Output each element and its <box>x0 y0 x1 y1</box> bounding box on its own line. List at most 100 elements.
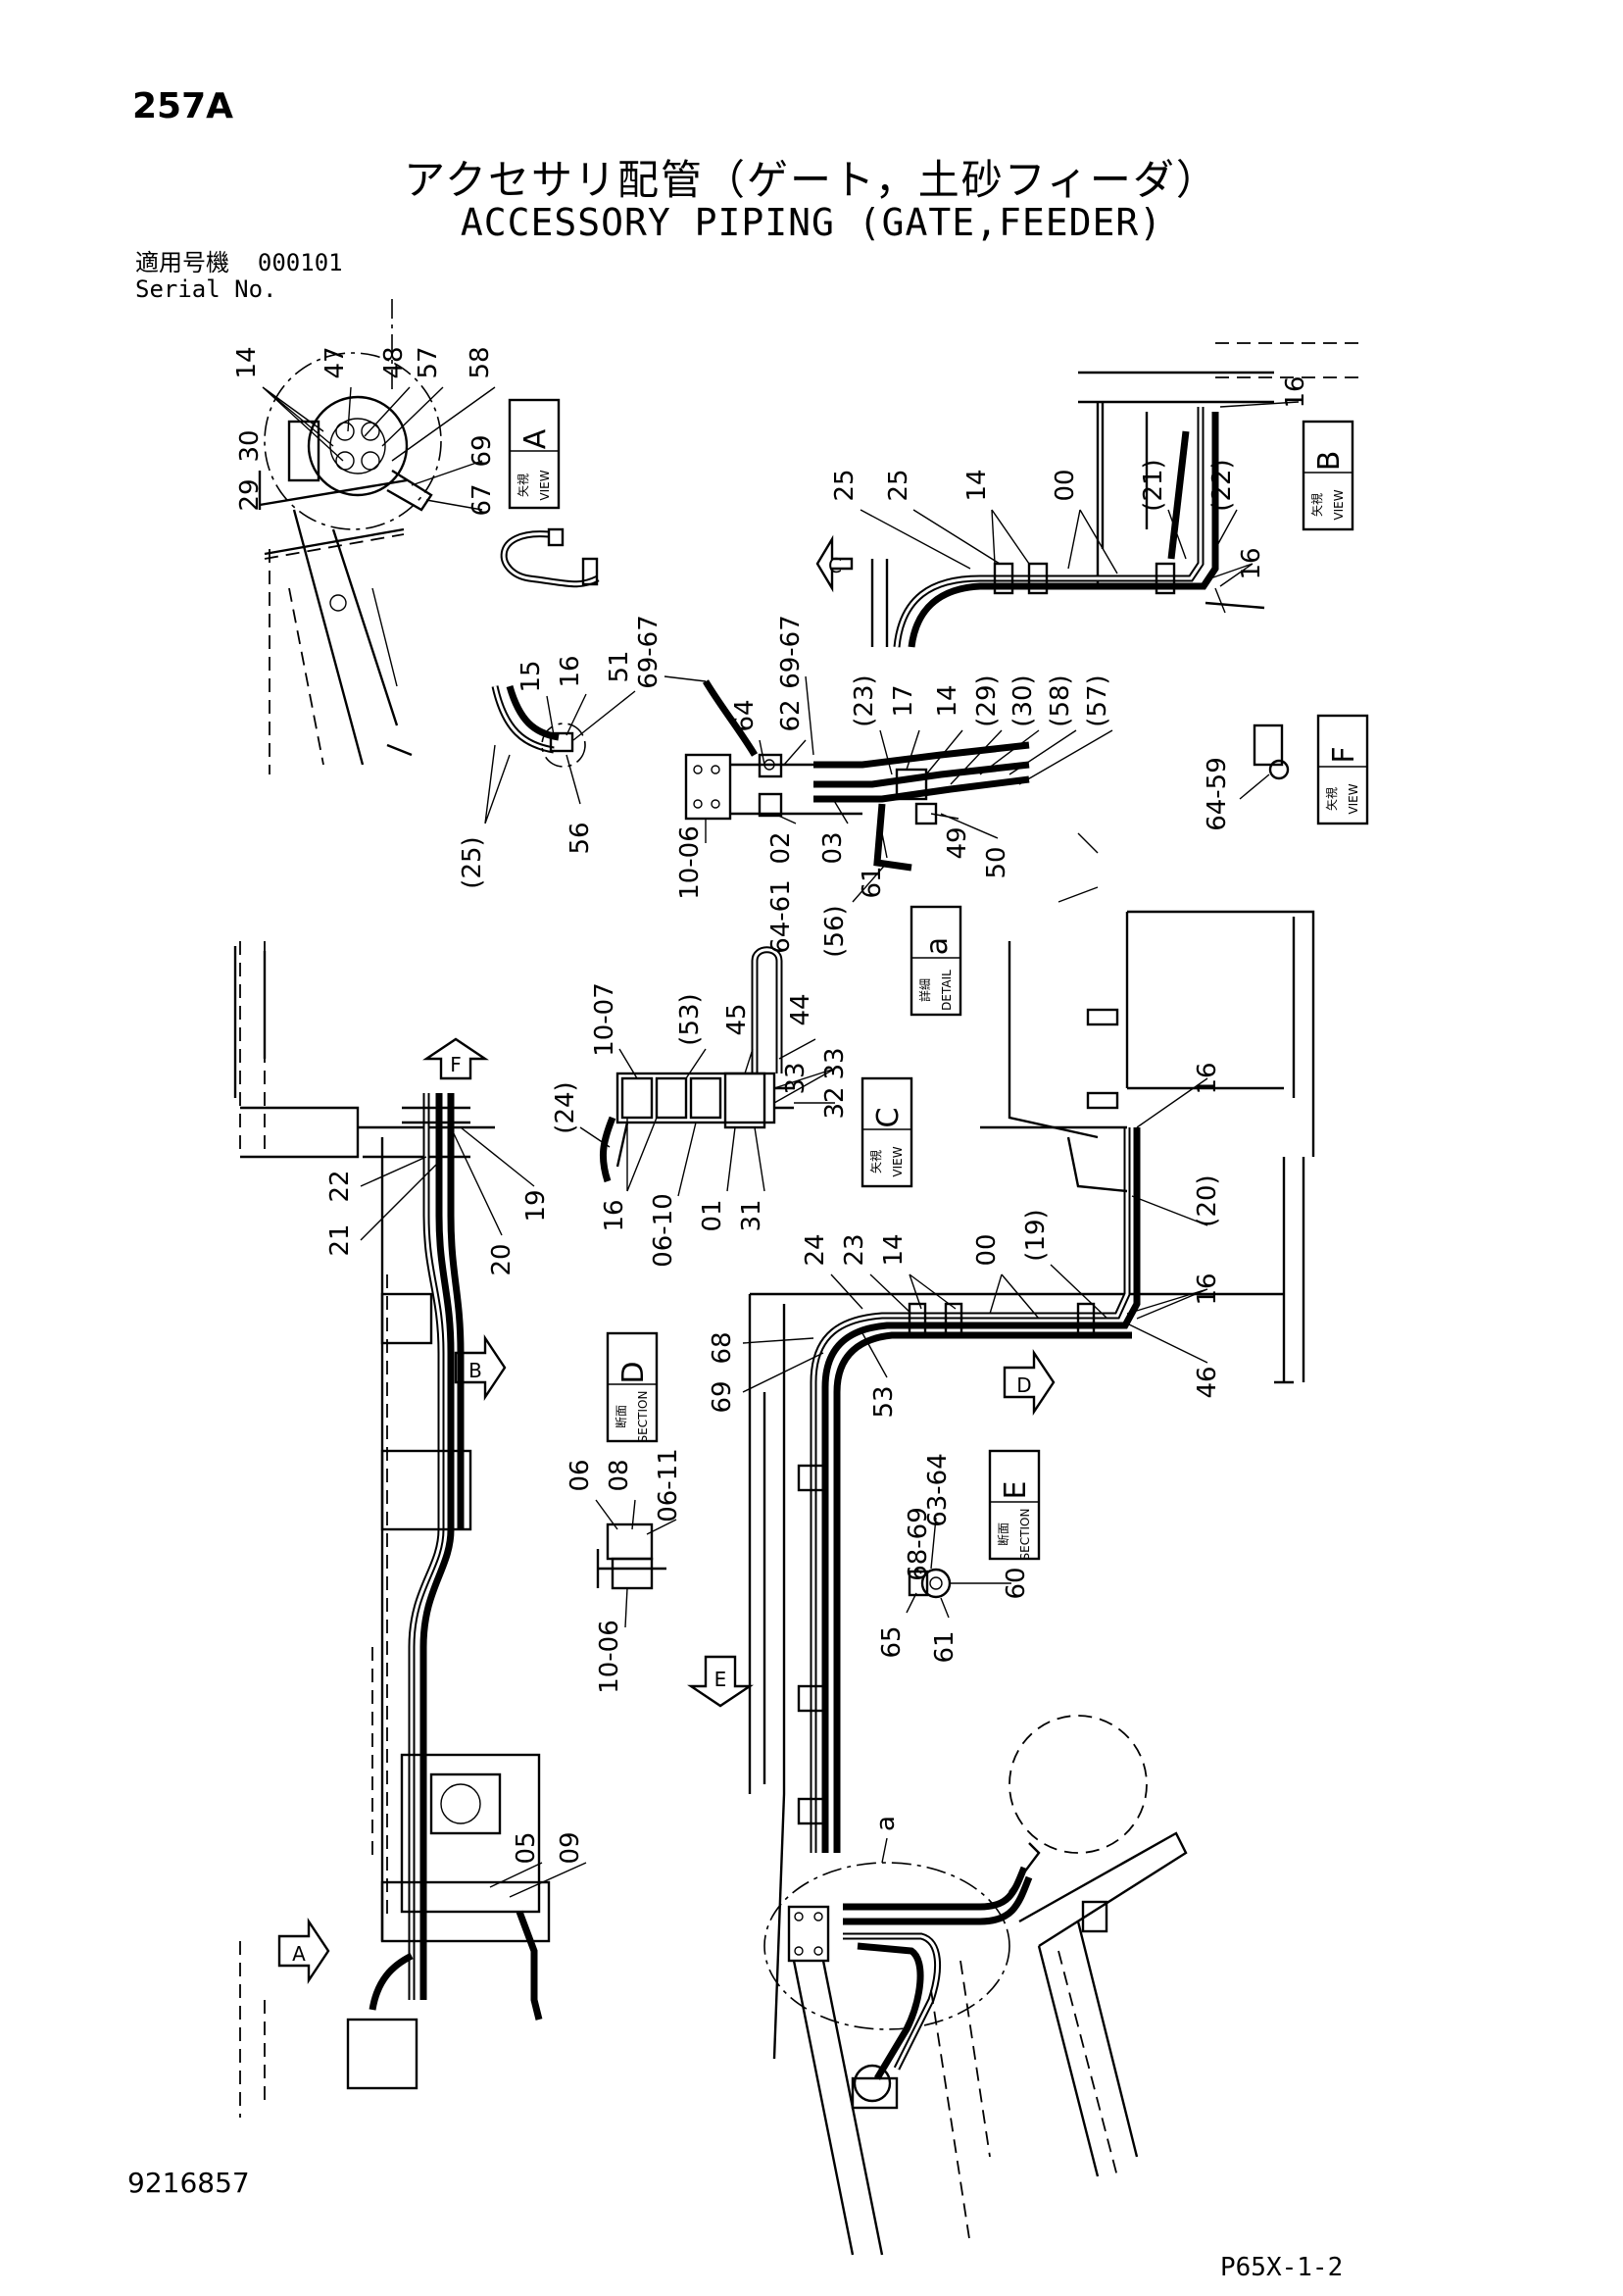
document-number: 9216857 <box>127 2167 250 2199</box>
callout-label: 23 <box>840 1233 869 1266</box>
callout-label: 14 <box>879 1233 909 1266</box>
detail-a-drawing <box>684 679 1030 872</box>
callout-label: (56) <box>820 905 850 957</box>
view-a-hose-detail <box>491 685 586 768</box>
sheet-reference: P65X-1-2 <box>1220 2253 1344 2282</box>
callout-label: 09 <box>556 1831 585 1864</box>
title-english: ACCESSORY PIPING (GATE,FEEDER) <box>460 201 1163 244</box>
callouts-bottom: 05 09 a <box>489 1816 901 1898</box>
callout-label: 01 <box>698 1199 727 1231</box>
view-f-letter: F <box>1327 746 1361 763</box>
callout-label: 61 <box>858 866 887 898</box>
callout-label: 64-61 <box>766 879 796 954</box>
callout-label: 47 <box>320 346 350 378</box>
arrow-f-letter: F <box>450 1053 462 1076</box>
callout-label: 10-06 <box>595 1620 624 1694</box>
callout-label: 69-67 <box>634 615 664 689</box>
arrow-view-a: A <box>277 1918 330 1984</box>
callouts-main-right: 24 23 14 00 (19) (20) 16 16 46 68 69 53 <box>708 1062 1222 1418</box>
arrow-view-c: C <box>815 534 854 593</box>
callout-label: 10-07 <box>590 982 619 1057</box>
callouts-view-f: 64-59 <box>1203 757 1270 831</box>
callout-label: 29 <box>235 478 265 511</box>
callout-label: 31 <box>737 1199 766 1231</box>
arrow-d-letter: D <box>1016 1373 1031 1397</box>
detail-a-kind-en: DETAIL <box>940 970 954 1011</box>
callout-label: a <box>871 1816 901 1831</box>
callout-label: 64-59 <box>1203 757 1232 831</box>
callout-label: 06 <box>566 1459 595 1491</box>
bottom-connection-area <box>763 1715 1188 2256</box>
callout-label: (19) <box>1021 1209 1051 1261</box>
callouts-section-e: 63-64 68-69 60 65 61 <box>877 1453 1031 1663</box>
callout-label: 61 <box>930 1630 959 1663</box>
callout-label: 25 <box>830 469 860 501</box>
arrow-e-letter: E <box>714 1668 727 1691</box>
section-label-e: E 断面 SECTION <box>988 1449 1041 1560</box>
serial-label-jp: 適用号機 <box>135 249 229 276</box>
callout-label: 53 <box>869 1385 899 1418</box>
section-e-letter: E <box>999 1481 1033 1500</box>
view-b-letter: B <box>1312 451 1347 472</box>
callout-label: 06-10 <box>649 1193 678 1268</box>
callout-label: 45 <box>722 1003 752 1035</box>
callout-label: 16 <box>600 1199 629 1231</box>
callout-label: 10-06 <box>675 825 705 900</box>
view-a-kind-en: VIEW <box>538 470 552 500</box>
callout-label: 57 <box>414 346 443 378</box>
view-c-kind-jp: 矢視 <box>868 1150 883 1173</box>
callout-label: 58 <box>466 346 495 378</box>
view-label-c: C 矢視 VIEW <box>861 1076 913 1188</box>
callout-label: (25) <box>458 836 487 888</box>
callout-label: (29) <box>972 674 1002 726</box>
callout-label: 15 <box>516 660 546 692</box>
section-d-kind-en: SECTION <box>636 1391 650 1443</box>
callout-label: 16 <box>556 655 585 687</box>
callout-label: 05 <box>512 1831 541 1864</box>
section-d-letter: D <box>616 1361 651 1383</box>
callout-label: 64 <box>730 699 760 731</box>
callout-label: 68-69 <box>904 1507 933 1581</box>
callout-label: 00 <box>972 1233 1002 1266</box>
callout-label: (57) <box>1083 674 1112 726</box>
title-japanese: アクセサリ配管（ゲート，土砂フィーダ） <box>404 156 1219 204</box>
view-b-kind-en: VIEW <box>1332 489 1346 520</box>
callout-label: 69 <box>708 1380 737 1413</box>
arrow-view-b: B <box>454 1334 507 1401</box>
callout-label: 25 <box>884 469 913 501</box>
serial-label-en: Serial No. <box>135 275 277 303</box>
serial-value: 000101 <box>257 249 343 276</box>
callout-label: 65 <box>877 1625 907 1658</box>
page-number: 257A <box>132 86 234 126</box>
callout-label: 16 <box>1281 375 1310 408</box>
callout-label: 69-67 <box>776 615 806 689</box>
arrow-c-letter: C <box>828 554 842 577</box>
callouts-view-a: 14 47 48 57 58 29 30 69 67 <box>232 346 497 516</box>
section-label-d: D 断面 SECTION <box>606 1331 659 1443</box>
callout-label: (58) <box>1046 674 1075 726</box>
callout-label: 50 <box>982 846 1011 878</box>
callout-label: 62 <box>776 699 806 731</box>
arrow-a-letter: A <box>292 1942 306 1966</box>
callout-label: (30) <box>1008 674 1038 726</box>
view-c-kind-en: VIEW <box>891 1146 905 1176</box>
detail-label-a: a 詳細 DETAIL <box>910 905 962 1017</box>
detail-a-kind-jp: 詳細 <box>917 978 932 1002</box>
callout-label: 63-64 <box>923 1453 953 1527</box>
main-left-run <box>233 941 551 2118</box>
callout-label: (23) <box>850 674 879 726</box>
callouts-view-a-small: 15 16 51 (25) 56 <box>458 650 636 889</box>
callouts-main-left: 22 21 20 19 <box>325 1126 551 1276</box>
callout-label: 06-11 <box>654 1448 683 1522</box>
callout-label: 19 <box>521 1189 551 1222</box>
callout-label: 46 <box>1193 1366 1222 1398</box>
callout-label: 20 <box>487 1243 516 1275</box>
callout-label: 67 <box>467 483 497 516</box>
callout-label: 00 <box>1051 469 1080 501</box>
view-c-letter: C <box>871 1108 906 1128</box>
callouts-view-c: 10-07 (53) 45 44 33 33 32 (24) 16 06-10 … <box>551 982 850 1268</box>
section-e-kind-jp: 断面 <box>996 1522 1010 1546</box>
arrow-view-e: E <box>687 1655 754 1708</box>
callout-label: (24) <box>551 1081 580 1133</box>
